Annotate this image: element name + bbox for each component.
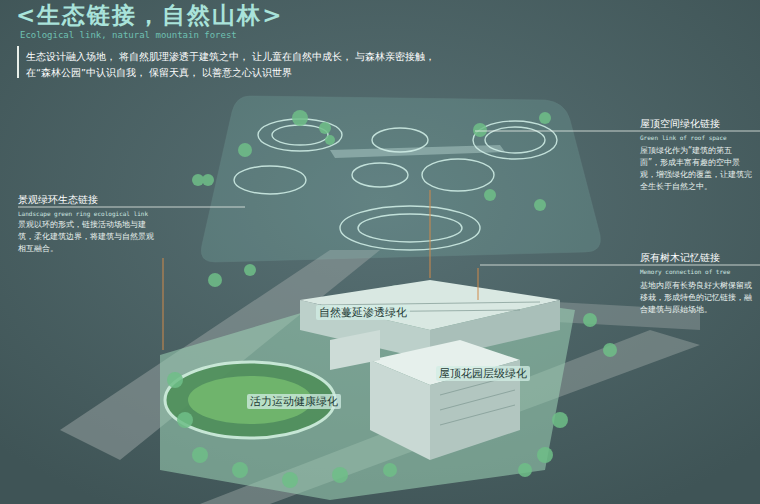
page-title: <生态链接，自然山林> xyxy=(16,0,284,31)
callout-body: 景观以环的形式，链接活动场地与建筑，柔化建筑边界，将建筑与自然景观相互融合。 xyxy=(18,219,158,255)
callout-heading: 屋顶空间绿化链接 xyxy=(640,117,720,131)
callout-body: 屋顶绿化作为“建筑的第五面”，形成丰富有趣的空中景观，增强绿化的覆盖，让建筑完全… xyxy=(640,145,752,193)
area-label: 屋顶花园层级绿化 xyxy=(436,366,530,381)
callout-english: Memory connection of tree xyxy=(640,268,730,275)
callout-body: 基地内原有长势良好大树保留或移栽，形成特色的记忆链接，融合建筑与原始场地。 xyxy=(640,280,752,316)
subtitle: Ecological link, natural mountain forest xyxy=(20,30,237,40)
area-label: 活力运动健康绿化 xyxy=(247,394,341,409)
callout-english: Landscape green ring ecological link xyxy=(18,210,148,217)
intro-text: 生态设计融入场地， 将自然肌理渗透于建筑之中， 让儿童在自然中成长， 与森林亲密… xyxy=(26,49,436,81)
area-label: 自然蔓延渗透绿化 xyxy=(316,305,410,320)
callout-english: Green link of roof space xyxy=(640,134,727,141)
callout-heading: 景观绿环生态链接 xyxy=(18,193,98,207)
callout-heading: 原有树木记忆链接 xyxy=(640,251,720,265)
